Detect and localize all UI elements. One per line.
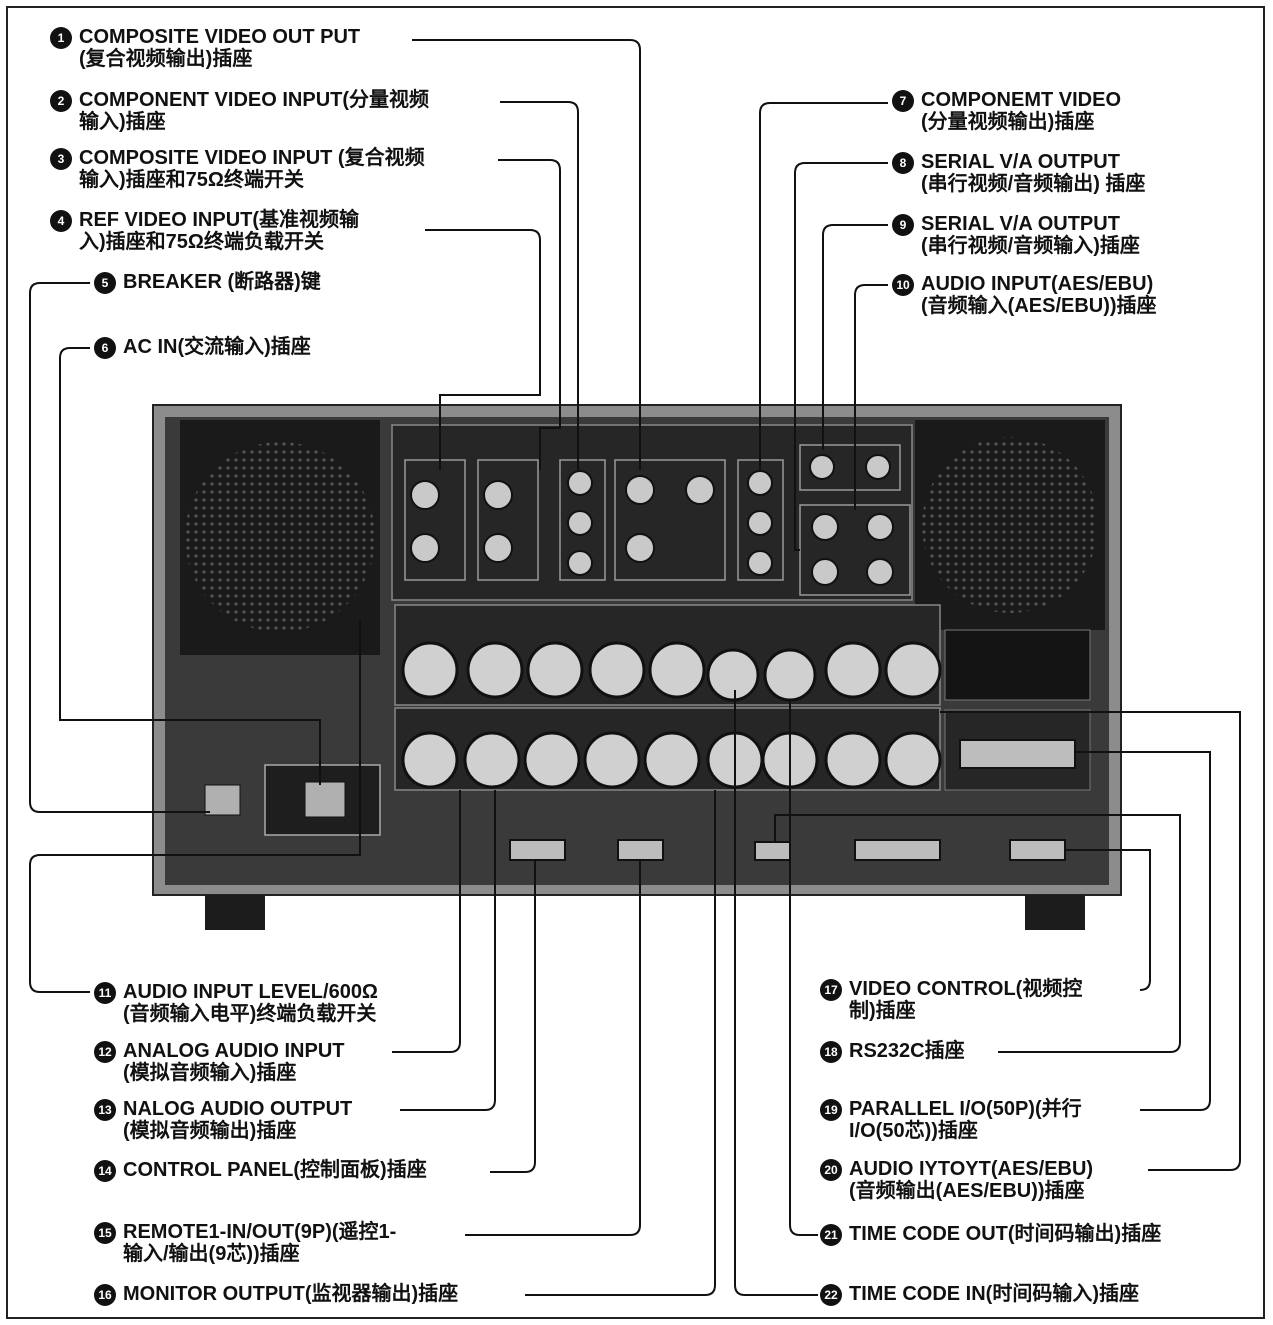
callout-text: PARALLEL I/O(50P)(并行 bbox=[849, 1098, 1082, 1120]
callout-21: 21 TIME CODE OUT(时间码输出)插座 bbox=[820, 1224, 1161, 1246]
callout-number: 9 bbox=[892, 214, 914, 236]
callout-13: 13 NALOG AUDIO OUTPUT(模拟音频输出)插座 bbox=[94, 1099, 352, 1142]
callout-16: 16 MONITOR OUTPUT(监视器输出)插座 bbox=[94, 1284, 458, 1306]
callout-text: ANALOG AUDIO INPUT bbox=[123, 1040, 345, 1062]
callout-5: 5 BREAKER (断路器)键 bbox=[94, 272, 321, 294]
callout-text: AUDIO IYTOYT(AES/EBU) bbox=[849, 1158, 1094, 1180]
callout-text: RS232C插座 bbox=[849, 1040, 965, 1062]
callout-text: SERIAL V/A OUTPUT bbox=[921, 213, 1120, 235]
callout-20: 20 AUDIO IYTOYT(AES/EBU)(音频输出(AES/EBU))插座 bbox=[820, 1159, 1093, 1202]
video-connector-panel bbox=[391, 424, 913, 601]
callout-number: 18 bbox=[820, 1041, 842, 1063]
callout-text: COMPONEMT VIDEO bbox=[921, 89, 1122, 111]
figure-frame bbox=[6, 6, 1265, 1319]
callout-number: 1 bbox=[50, 27, 72, 49]
callout-12: 12 ANALOG AUDIO INPUT(模拟音频输入)插座 bbox=[94, 1041, 344, 1084]
callout-number: 8 bbox=[892, 152, 914, 174]
right-fan-grill bbox=[922, 437, 1098, 613]
callout-number: 3 bbox=[50, 148, 72, 170]
callout-text: REF VIDEO INPUT(基准视频输 bbox=[79, 209, 360, 231]
callout-subtext: (串行视频/音频输入)插座 bbox=[921, 235, 1140, 257]
callout-number: 16 bbox=[94, 1284, 116, 1306]
callout-text: COMPONENT VIDEO INPUT(分量视频 bbox=[79, 89, 430, 111]
parallel-io-port bbox=[959, 739, 1076, 769]
callout-subtext: (音频输出(AES/EBU))插座 bbox=[849, 1180, 1085, 1202]
leader-lines bbox=[29, 39, 1241, 1296]
audio-connector-panel bbox=[394, 604, 1091, 791]
callout-number: 20 bbox=[820, 1159, 842, 1181]
callout-subtext: (模拟音频输出)插座 bbox=[123, 1120, 297, 1142]
callout-text: AUDIO INPUT LEVEL/600Ω bbox=[123, 981, 378, 1003]
callout-number: 5 bbox=[94, 272, 116, 294]
callout-15: 15 REMOTE1-IN/OUT(9P)(遥控1-输入/输出(9芯))插座 bbox=[94, 1222, 396, 1265]
right-foot bbox=[1025, 895, 1085, 930]
callout-number: 6 bbox=[94, 337, 116, 359]
callout-text: AUDIO INPUT(AES/EBU) bbox=[921, 273, 1154, 295]
callout-number: 11 bbox=[94, 982, 116, 1004]
callout-subtext: I/O(50芯))插座 bbox=[849, 1120, 978, 1142]
callout-18: 18 RS232C插座 bbox=[820, 1041, 965, 1063]
callout-14: 14 CONTROL PANEL(控制面板)插座 bbox=[94, 1160, 427, 1182]
callout-number: 21 bbox=[820, 1224, 842, 1246]
callout-8: 8 SERIAL V/A OUTPUT(串行视频/音频输出) 插座 bbox=[892, 152, 1145, 195]
callout-text: MONITOR OUTPUT(监视器输出)插座 bbox=[123, 1283, 459, 1305]
callout-number: 7 bbox=[892, 90, 914, 112]
callout-number: 19 bbox=[820, 1099, 842, 1121]
callout-text: COMPOSITE VIDEO INPUT (复合视频 bbox=[79, 147, 425, 169]
callout-text: AC IN(交流输入)插座 bbox=[123, 336, 311, 358]
callout-number: 14 bbox=[94, 1160, 116, 1182]
callout-subtext: (音频输入电平)终端负载开关 bbox=[123, 1003, 377, 1025]
callout-subtext: (模拟音频输入)插座 bbox=[123, 1062, 297, 1084]
callout-4: 4 REF VIDEO INPUT(基准视频输入)插座和75Ω终端负载开关 bbox=[50, 210, 359, 253]
callout-text: REMOTE1-IN/OUT(9P)(遥控1- bbox=[123, 1221, 397, 1243]
callout-subtext: 入)插座和75Ω终端负载开关 bbox=[79, 231, 324, 253]
blank-plate bbox=[944, 629, 1091, 701]
callout-7: 7 COMPONEMT VIDEO(分量视频输出)插座 bbox=[892, 90, 1121, 133]
callout-number: 17 bbox=[820, 979, 842, 1001]
callout-11: 11 AUDIO INPUT LEVEL/600Ω(音频输入电平)终端负载开关 bbox=[94, 982, 378, 1025]
callout-22: 22 TIME CODE IN(时间码输入)插座 bbox=[820, 1284, 1139, 1306]
callout-number: 2 bbox=[50, 90, 72, 112]
callout-text: BREAKER (断路器)键 bbox=[123, 271, 321, 293]
callout-subtext: (分量视频输出)插座 bbox=[921, 111, 1095, 133]
callout-subtext: (音频输入(AES/EBU))插座 bbox=[921, 295, 1157, 317]
callout-1: 1 COMPOSITE VIDEO OUT PUT(复合视频输出)插座 bbox=[50, 27, 360, 70]
callout-3: 3 COMPOSITE VIDEO INPUT (复合视频输入)插座和75Ω终端开… bbox=[50, 148, 425, 191]
callout-subtext: 输入)插座和75Ω终端开关 bbox=[79, 169, 304, 191]
left-foot bbox=[205, 895, 265, 930]
breaker-key bbox=[204, 784, 241, 816]
callout-subtext: 输入)插座 bbox=[79, 111, 166, 133]
callout-number: 15 bbox=[94, 1222, 116, 1244]
callout-number: 13 bbox=[94, 1099, 116, 1121]
callout-text: CONTROL PANEL(控制面板)插座 bbox=[123, 1159, 427, 1181]
callout-text: SERIAL V/A OUTPUT bbox=[921, 151, 1120, 173]
callout-9: 9 SERIAL V/A OUTPUT(串行视频/音频输入)插座 bbox=[892, 214, 1140, 257]
left-fan-grill bbox=[185, 442, 375, 632]
callout-subtext: (串行视频/音频输出) 插座 bbox=[921, 173, 1146, 195]
callout-text: TIME CODE IN(时间码输入)插座 bbox=[849, 1283, 1139, 1305]
callout-number: 10 bbox=[892, 274, 914, 296]
callout-text: COMPOSITE VIDEO OUT PUT bbox=[79, 26, 361, 48]
callout-text: TIME CODE OUT(时间码输出)插座 bbox=[849, 1223, 1162, 1245]
callout-number: 4 bbox=[50, 210, 72, 232]
callout-text: VIDEO CONTROL(视频控 bbox=[849, 978, 1083, 1000]
callout-17: 17 VIDEO CONTROL(视频控制)插座 bbox=[820, 979, 1082, 1022]
callout-subtext: 输入/输出(9芯))插座 bbox=[123, 1243, 300, 1265]
callout-10: 10 AUDIO INPUT(AES/EBU)(音频输入(AES/EBU))插座 bbox=[892, 274, 1157, 317]
callout-6: 6 AC IN(交流输入)插座 bbox=[94, 337, 311, 359]
callout-number: 12 bbox=[94, 1041, 116, 1063]
callout-subtext: 制)插座 bbox=[849, 1000, 916, 1022]
callout-2: 2 COMPONENT VIDEO INPUT(分量视频输入)插座 bbox=[50, 90, 429, 133]
callout-text: NALOG AUDIO OUTPUT bbox=[123, 1098, 353, 1120]
callout-number: 22 bbox=[820, 1284, 842, 1306]
ac-in-socket bbox=[304, 781, 346, 818]
callout-subtext: (复合视频输出)插座 bbox=[79, 48, 253, 70]
